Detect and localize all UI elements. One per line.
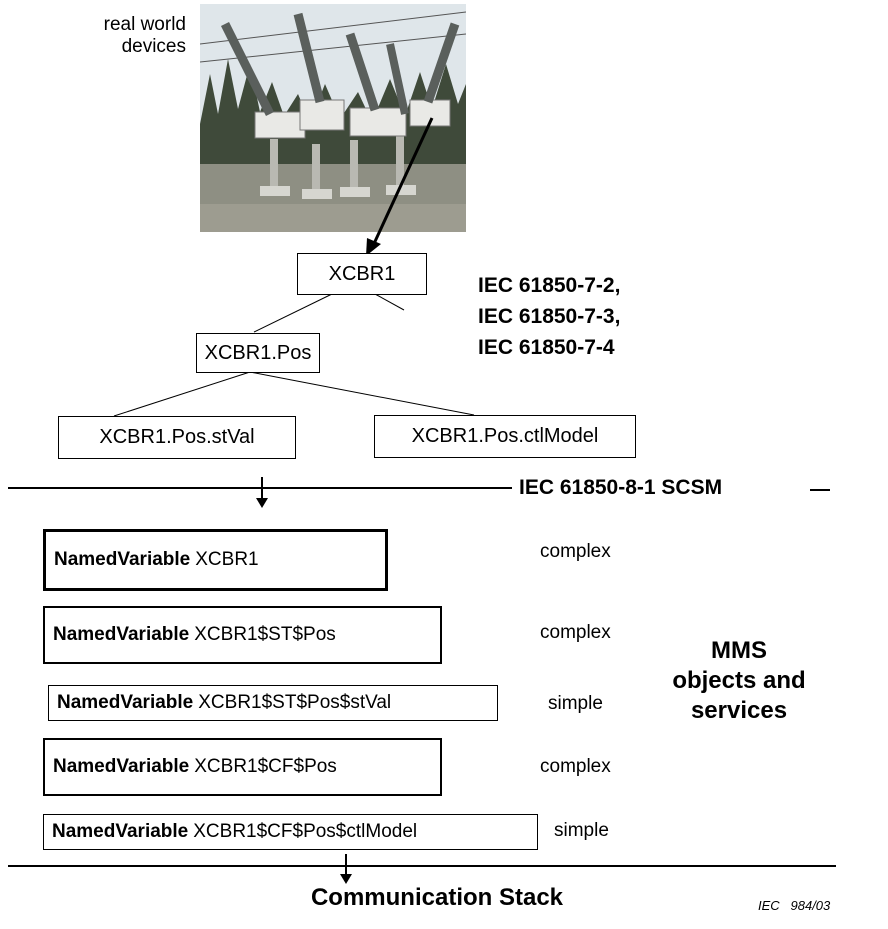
nv-name: XCBR1$CF$Pos$ctlModel xyxy=(193,821,417,843)
nv-keyword: NamedVariable xyxy=(53,756,189,778)
named-variable-xcbr1-st-pos-stval: NamedVariable XCBR1$ST$Pos$stVal xyxy=(48,685,498,721)
node-xcbr1-pos-ctlmodel: XCBR1.Pos.ctlModel xyxy=(374,415,636,458)
nv-name: XCBR1$ST$Pos xyxy=(194,624,336,646)
named-variable-xcbr1-st-pos: NamedVariable XCBR1$ST$Pos xyxy=(43,606,442,664)
stack-down-arrowhead xyxy=(340,874,352,884)
mms-label: MMS objects and services xyxy=(664,636,814,726)
communication-stack-label: Communication Stack xyxy=(0,884,888,912)
named-variable-xcbr1: NamedVariable XCBR1 xyxy=(43,529,388,591)
iec-ref-7-2: IEC 61850-7-2, xyxy=(478,270,620,301)
node-xcbr1-pos: XCBR1.Pos xyxy=(196,333,320,373)
named-variable-xcbr1-cf-pos: NamedVariable XCBR1$CF$Pos xyxy=(43,738,442,796)
iec-ref-7-4: IEC 61850-7-4 xyxy=(478,332,620,363)
tree-edge-root-child xyxy=(254,294,332,332)
tree-edge-child-left xyxy=(114,372,250,416)
nv-name: XCBR1 xyxy=(195,549,258,571)
iec-ref-7-3: IEC 61850-7-3, xyxy=(478,301,620,332)
mms-label-line1: MMS xyxy=(664,636,814,666)
nv-type-xcbr1: complex xyxy=(540,541,611,563)
mms-label-line3: services xyxy=(664,696,814,726)
tree-edge-child-right xyxy=(250,372,474,415)
scsm-label: IEC 61850-8-1 SCSM xyxy=(519,476,722,500)
scsm-down-arrowhead xyxy=(256,498,268,508)
nv-name: XCBR1$ST$Pos$stVal xyxy=(198,692,391,714)
named-variable-xcbr1-cf-pos-ctlmodel: NamedVariable XCBR1$CF$Pos$ctlModel xyxy=(43,814,538,850)
nv-type-xcbr1-cf-pos: complex xyxy=(540,756,611,778)
iec-references: IEC 61850-7-2, IEC 61850-7-3, IEC 61850-… xyxy=(478,270,620,363)
nv-keyword: NamedVariable xyxy=(57,692,193,714)
device-to-node-arrow xyxy=(372,118,432,248)
tree-edge-root-open xyxy=(375,294,404,310)
communication-stack-text: Communication Stack xyxy=(311,884,563,911)
nv-keyword: NamedVariable xyxy=(53,624,189,646)
nv-type-xcbr1-cf-pos-ctlmodel: simple xyxy=(554,820,609,842)
node-xcbr1: XCBR1 xyxy=(297,253,427,295)
nv-type-xcbr1-st-pos-stval: simple xyxy=(548,693,603,715)
nv-type-xcbr1-st-pos: complex xyxy=(540,622,611,644)
nv-keyword: NamedVariable xyxy=(54,549,190,571)
node-xcbr1-pos-stval: XCBR1.Pos.stVal xyxy=(58,416,296,459)
nv-name: XCBR1$CF$Pos xyxy=(194,756,337,778)
mms-label-line2: objects and xyxy=(664,666,814,696)
nv-keyword: NamedVariable xyxy=(52,821,188,843)
figure-reference: IEC 984/03 xyxy=(758,898,830,913)
